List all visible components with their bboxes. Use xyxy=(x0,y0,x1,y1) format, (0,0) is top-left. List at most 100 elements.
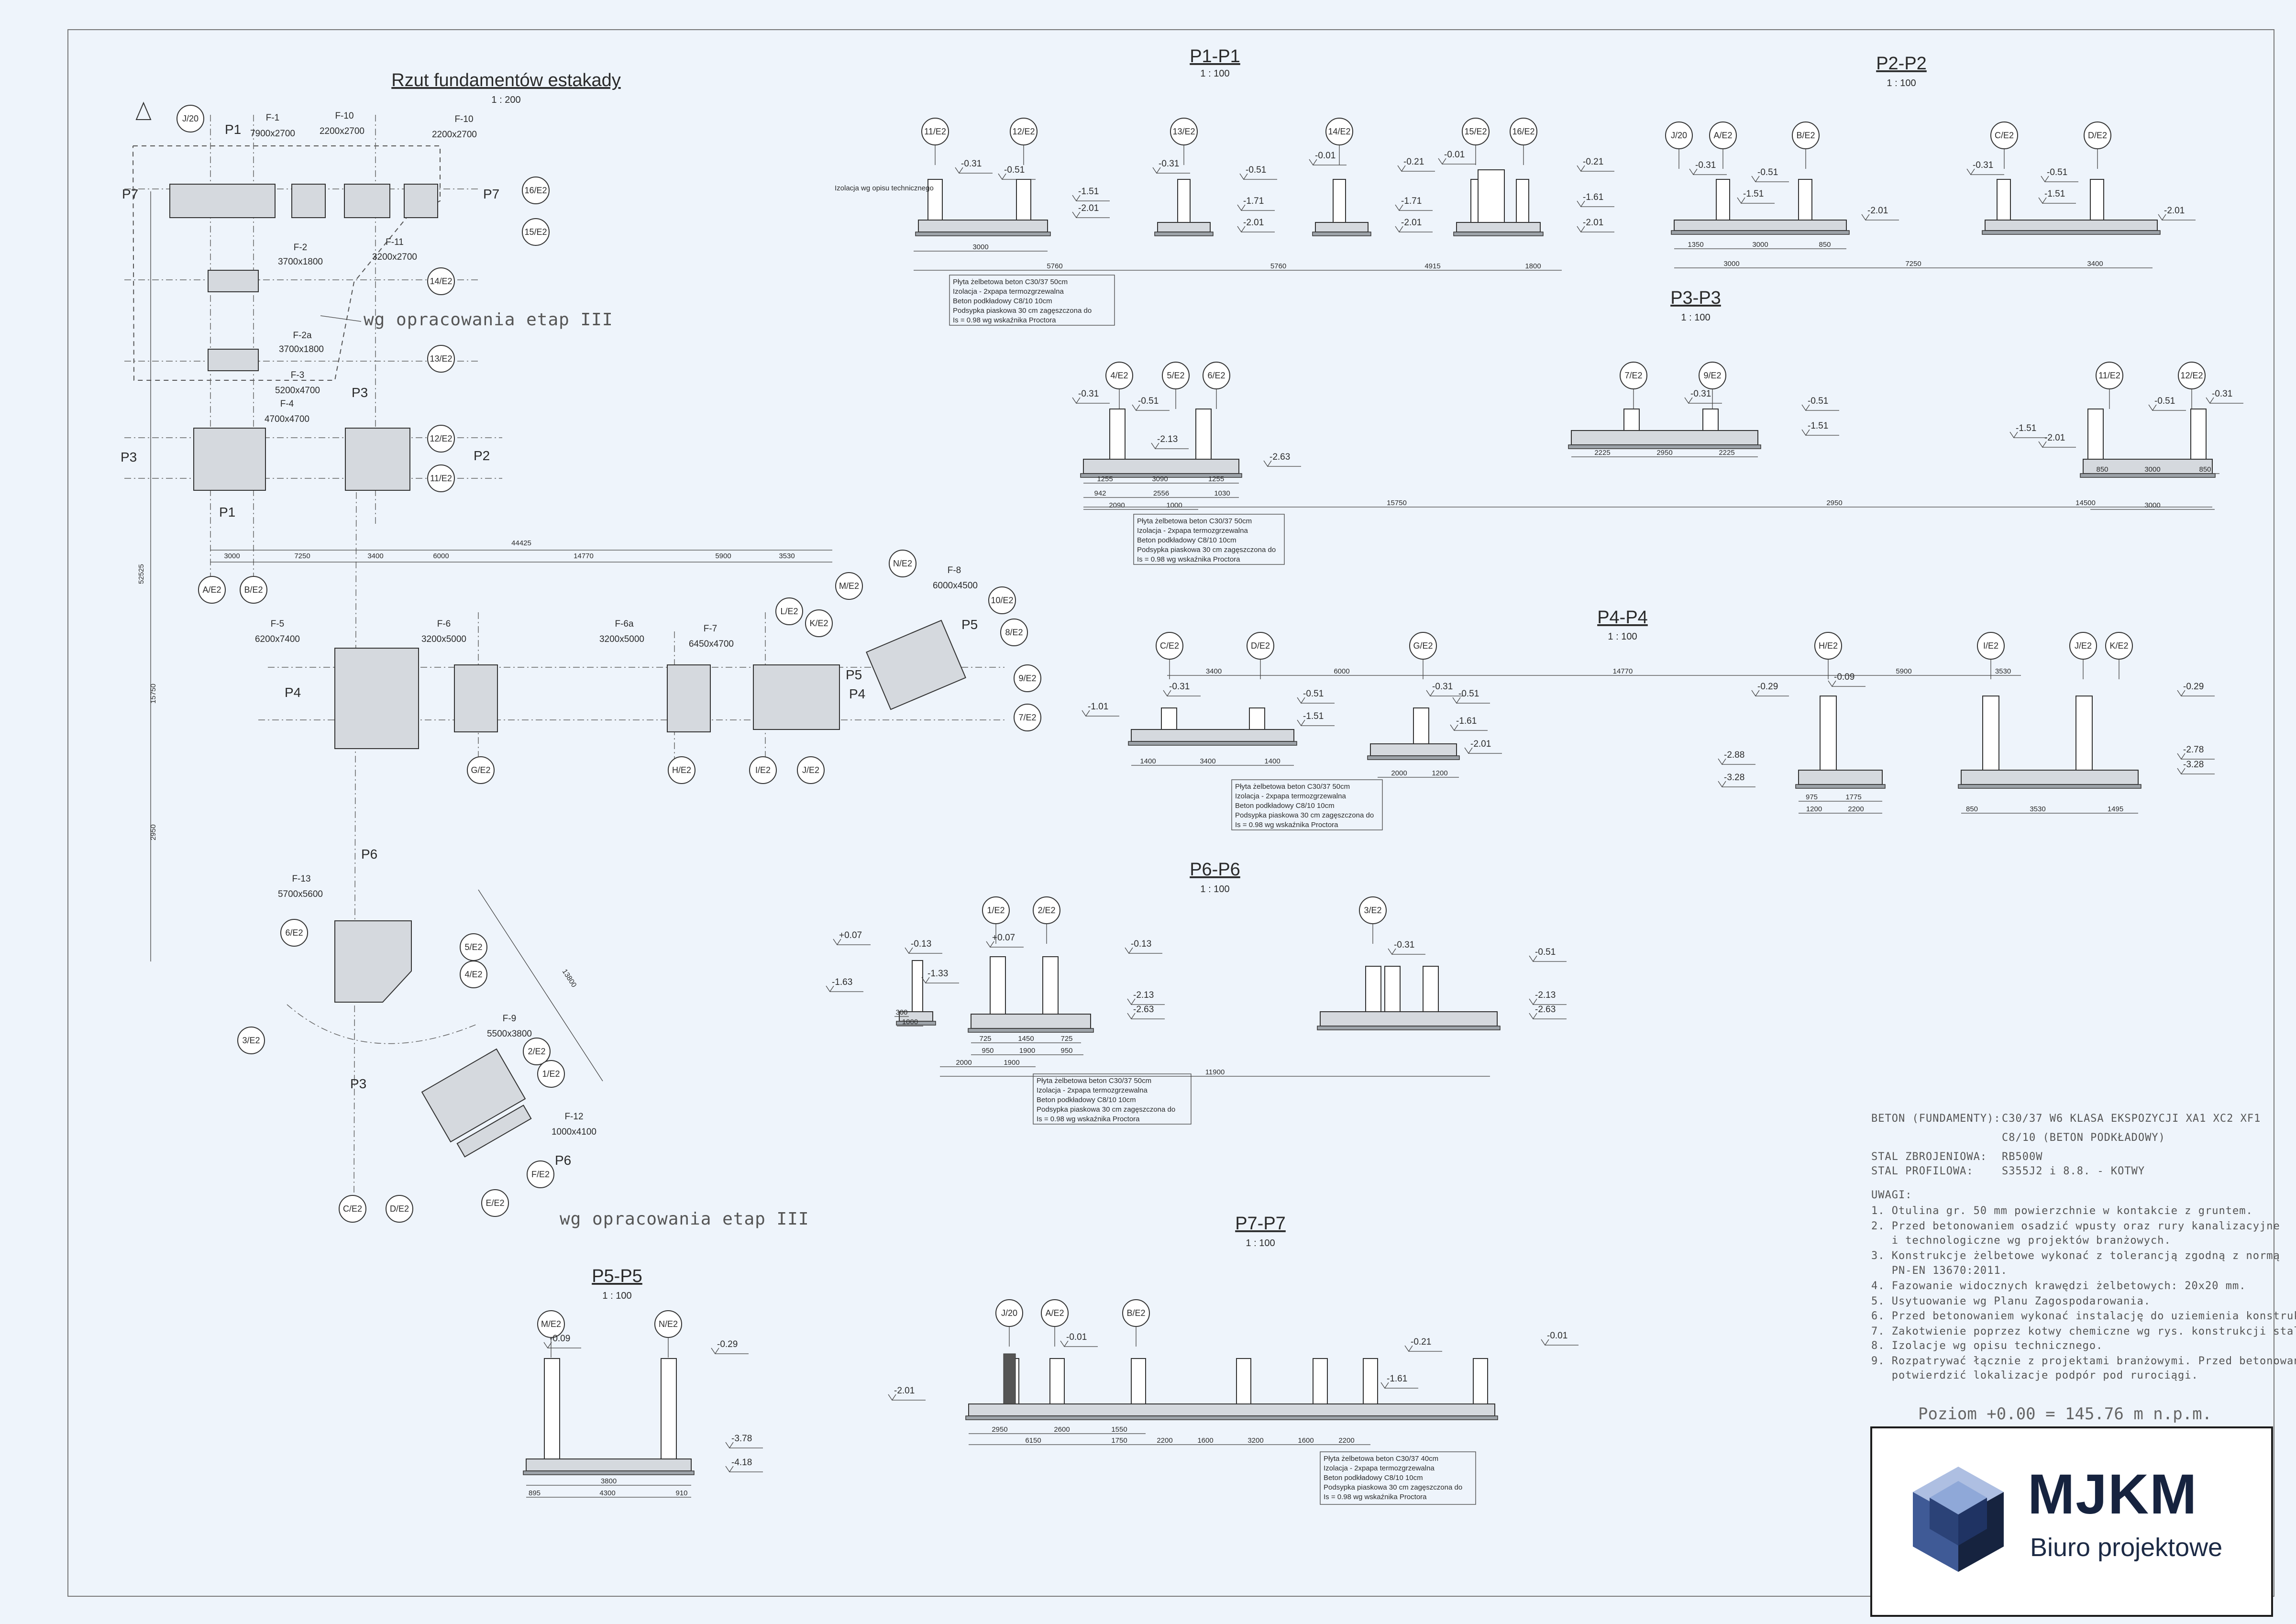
dim-value: 2950 xyxy=(992,1425,1007,1434)
pedestal xyxy=(2190,409,2207,460)
f-size: 2200x2700 xyxy=(432,130,477,140)
svg-text:D/E2: D/E2 xyxy=(1251,641,1270,651)
foundation-f7 xyxy=(753,664,840,730)
level-value: -3.28 xyxy=(1724,773,1744,783)
lean-concrete xyxy=(1958,784,2141,789)
pedestal xyxy=(1384,966,1401,1012)
axis-tag: L/E2 xyxy=(775,597,803,625)
materials-block: BETON (FUNDAMENTY): C30/37 W6 KLASA EKSP… xyxy=(1871,1113,2260,1177)
dim-value: 725 xyxy=(979,1035,991,1043)
svg-text:15/E2: 15/E2 xyxy=(524,227,547,237)
svg-text:16/E2: 16/E2 xyxy=(524,186,547,195)
axis-tag: 3/E2 xyxy=(237,1027,265,1054)
level-value: -1.33 xyxy=(927,969,948,979)
dim-value: 850 xyxy=(2096,465,2108,474)
foundation-plan: Rzut fundamentów estakady 1 : 200 wg opr… xyxy=(121,70,1041,1229)
dim-value: 3000 xyxy=(2144,465,2160,474)
axis-tag: 4/E2 xyxy=(1105,362,1133,389)
material-value: RB500W xyxy=(2002,1151,2042,1163)
spec-line: Płyta żelbetowa beton C30/37 40cm xyxy=(1324,1455,1438,1463)
svg-text:4/E2: 4/E2 xyxy=(1110,371,1128,380)
svg-text:G/E2: G/E2 xyxy=(1413,641,1433,651)
pedestal xyxy=(1478,169,1505,223)
foundation-f10b xyxy=(404,184,438,218)
spec-box-p4: Płyta żelbetowa beton C30/37 50cm Izolac… xyxy=(1231,779,1383,830)
svg-text:3/E2: 3/E2 xyxy=(242,1036,260,1045)
lean-concrete xyxy=(1982,230,2161,235)
section-scale: 1 : 100 xyxy=(1200,884,1229,895)
section-title: P4-P4 xyxy=(1597,608,1648,628)
axis-tag: J/E2 xyxy=(797,756,825,784)
dim-value: 3000 xyxy=(2144,501,2160,509)
spec-line: Płyta żelbetowa beton C30/37 50cm xyxy=(953,278,1068,286)
svg-text:K/E2: K/E2 xyxy=(2109,641,2128,651)
dim-value: 4300 xyxy=(599,1489,615,1497)
dim-value: 2600 xyxy=(1054,1425,1070,1434)
dim-value: 3200 xyxy=(1247,1436,1263,1445)
wg-label-bottom: wg opracowania etap III xyxy=(560,1209,809,1229)
footing xyxy=(1456,222,1541,232)
dim-value: 895 xyxy=(529,1489,541,1497)
svg-text:C/E2: C/E2 xyxy=(1160,641,1179,651)
dim-value: 3530 xyxy=(1995,667,2011,675)
level-value: -0.13 xyxy=(911,939,931,949)
spec-line: Is = 0.98 wg wskaźnika Proctora xyxy=(953,316,1056,324)
level-value: -0.31 xyxy=(1432,682,1453,692)
pedestal xyxy=(1195,409,1212,460)
spec-line: Podsypka piaskowa 30 cm zagęszczona do xyxy=(1235,811,1374,819)
dim-value: 910 xyxy=(675,1489,687,1497)
section-mark: P6 xyxy=(361,847,377,862)
level-value: -0.01 xyxy=(1066,1332,1087,1342)
svg-text:A/E2: A/E2 xyxy=(1045,1308,1064,1318)
spec-line: Is = 0.98 wg wskaźnika Proctora xyxy=(1324,1493,1427,1501)
pedestal xyxy=(1177,179,1191,223)
foundation-f10 xyxy=(291,184,326,218)
axis-tag: 7/E2 xyxy=(1620,362,1647,389)
level-value: -0.51 xyxy=(1303,689,1324,699)
level-value: -0.31 xyxy=(1690,389,1711,399)
svg-text:9/E2: 9/E2 xyxy=(1703,371,1721,380)
level-value: -2.01 xyxy=(1078,203,1099,213)
f-size: 3200x2700 xyxy=(372,252,417,262)
dim: 7250 xyxy=(294,552,310,560)
lean-concrete xyxy=(1568,444,1761,449)
svg-text:N/E2: N/E2 xyxy=(659,1319,678,1329)
pedestal xyxy=(1363,1358,1378,1404)
grid-line xyxy=(353,478,357,1196)
foundation-f5 xyxy=(334,648,419,749)
notes-block: UWAGI: 1. Otulina gr. 50 mm powierzchnie… xyxy=(1871,1189,2296,1381)
f-label: F-9 xyxy=(503,1014,517,1024)
axis-tag: 16/E2 xyxy=(1510,118,1537,145)
svg-text:I/E2: I/E2 xyxy=(755,765,771,775)
section-scale: 1 : 100 xyxy=(1681,312,1710,323)
spec-line: Izolacja - 2xpapa termozgrzewalna xyxy=(1235,792,1346,800)
note-line: 9. Rozpatrywać łącznie z projektami bran… xyxy=(1871,1355,2296,1367)
level-value: -0.31 xyxy=(961,159,982,169)
dim-value: 14500 xyxy=(2075,499,2096,507)
svg-text:2/E2: 2/E2 xyxy=(528,1047,545,1056)
foundation-f6a xyxy=(667,664,711,732)
lean-concrete xyxy=(1080,473,1242,478)
f-size: 6450x4700 xyxy=(689,639,734,649)
note-line: potwierdzić lokalizacje podpór pod ruroc… xyxy=(1871,1370,2198,1381)
spec-line: Izolacja - 2xpapa termozgrzewalna xyxy=(1037,1086,1148,1094)
axis-tag: D/E2 xyxy=(386,1195,413,1223)
axis-tag: H/E2 xyxy=(1814,632,1842,660)
footing xyxy=(1320,1011,1498,1027)
f-size: 6200x7400 xyxy=(255,634,300,644)
level-value: -1.51 xyxy=(1078,187,1099,197)
level-value: -2.13 xyxy=(1133,990,1154,1000)
level-value: -0.51 xyxy=(1458,689,1479,699)
svg-text:J/20: J/20 xyxy=(182,114,199,123)
svg-text:H/E2: H/E2 xyxy=(672,765,691,775)
notes-title: UWAGI: xyxy=(1871,1189,1912,1201)
level-value: -0.13 xyxy=(1131,939,1151,949)
spec-line: Płyta żelbetowa beton C30/37 50cm xyxy=(1037,1077,1151,1085)
axis-tag: 7/E2 xyxy=(1014,704,1041,731)
section-mark: P1 xyxy=(225,122,241,137)
level-value: -1.51 xyxy=(2016,423,2036,433)
pedestal xyxy=(1716,179,1730,221)
svg-text:5/E2: 5/E2 xyxy=(1167,371,1184,380)
level-value: -0.01 xyxy=(1547,1331,1567,1341)
axis-tag: 4/E2 xyxy=(460,961,487,988)
